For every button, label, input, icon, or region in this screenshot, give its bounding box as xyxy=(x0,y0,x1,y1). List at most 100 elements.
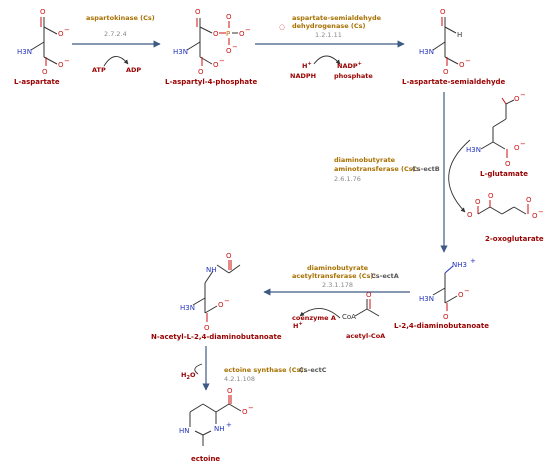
ec-number-1[interactable]: 2.7.2.4 xyxy=(104,30,127,38)
atom-o: O xyxy=(526,196,532,204)
atom-o: O xyxy=(475,198,481,206)
cofactor-nadph[interactable]: NADPH xyxy=(290,72,316,80)
cofactor-curve-2 xyxy=(313,55,341,65)
ec-number-2[interactable]: 1.2.1.11 xyxy=(315,31,342,39)
atom-o-minus: O xyxy=(459,61,465,69)
ec-number-5[interactable]: 4.2.1.108 xyxy=(224,375,255,383)
structure-diaminobutanoate: NH3 + H3N O O − xyxy=(419,257,476,321)
info-icon[interactable]: ◌ xyxy=(279,23,285,31)
charge-minus: − xyxy=(64,57,70,65)
atom-o: O xyxy=(195,8,201,16)
atom-o: O xyxy=(443,68,449,76)
atom-o-minus: O xyxy=(514,144,520,152)
atom-nh3: NH3 xyxy=(452,261,467,269)
charge-minus: − xyxy=(464,287,470,295)
atom-o: O xyxy=(226,13,232,21)
atom-h3n: H3N xyxy=(180,304,195,312)
enzyme-ecta-line1[interactable]: diaminobutyrate xyxy=(307,264,369,272)
ec-number-4[interactable]: 2.3.1.178 xyxy=(322,281,353,289)
ec-number-3[interactable]: 2.6.1.76 xyxy=(334,175,361,183)
atom-h3n: H3N xyxy=(466,146,481,154)
atom-o: O xyxy=(198,68,204,76)
cofactor-h-plus[interactable]: H+ xyxy=(302,61,312,70)
charge-minus: − xyxy=(465,57,471,65)
compound-aspartyl-phosphate[interactable]: L-aspartyl-4-phosphate xyxy=(165,78,257,86)
enzyme-ectc[interactable]: ectoine synthase (Cs): xyxy=(224,366,306,374)
charge-minus: − xyxy=(232,43,238,51)
gene-ectc[interactable]: Cs-ectC xyxy=(299,366,327,374)
atom-o-minus: O xyxy=(458,291,464,299)
enzyme-asd-line1[interactable]: aspartate-semialdehyde xyxy=(292,14,382,22)
atom-o: O xyxy=(366,291,372,299)
charge-minus: − xyxy=(520,140,526,148)
atom-o-minus: O xyxy=(467,211,473,219)
atom-h3n: H3N xyxy=(17,48,32,56)
structure-l-aspartate: O O − H3N O O − xyxy=(17,8,70,76)
atom-o: O xyxy=(227,387,233,395)
charge-minus: − xyxy=(224,297,230,305)
atom-o: O xyxy=(443,313,449,321)
atom-o-minus: O xyxy=(58,61,64,69)
atom-o-minus: O xyxy=(242,408,248,416)
cofactor-water[interactable]: H2O xyxy=(181,371,196,381)
structure-aspartyl-phosphate: O O P O O − O − H3N O O − xyxy=(173,8,251,76)
atom-o: O xyxy=(488,192,494,200)
atom-h3n: H3N xyxy=(419,48,434,56)
atom-o-minus: O xyxy=(514,95,520,103)
enzyme-ectb-line2[interactable]: aminotransferase (Cs): xyxy=(334,165,418,173)
compound-ectoine[interactable]: ectoine xyxy=(191,455,220,463)
atom-o: O xyxy=(204,324,210,332)
compound-l-glutamate[interactable]: L-glutamate xyxy=(480,170,528,178)
cofactor-curve-5 xyxy=(194,363,203,375)
atom-o: O xyxy=(440,8,446,16)
atom-o-minus: O xyxy=(226,47,232,55)
atom-h3n: H3N xyxy=(419,295,434,303)
atom-o-minus: O xyxy=(239,30,245,38)
compound-aspartate-semialdehyde[interactable]: L-aspartate-semialdehyde xyxy=(402,78,506,86)
compound-l-aspartate[interactable]: L-aspartate xyxy=(14,78,60,86)
atom-nh: NH xyxy=(214,425,225,433)
atom-o: O xyxy=(40,8,46,16)
cofactor-nadp[interactable]: NADP+ xyxy=(337,61,362,70)
gene-ecta[interactable]: Cs-ectA xyxy=(371,272,399,280)
cofactor-acetyl-coa[interactable]: acetyl-CoA xyxy=(346,332,385,340)
atom-p: P xyxy=(226,30,230,38)
structure-l-glutamate: O − H3N O O − xyxy=(466,91,526,168)
cofactor-curve-4 xyxy=(299,308,341,319)
charge-minus: − xyxy=(64,26,70,34)
atom-h3n: H3N xyxy=(173,48,188,56)
atom-h: H xyxy=(457,31,462,39)
atom-coa: CoA xyxy=(342,313,356,321)
cofactor-phosphate[interactable]: phosphate xyxy=(334,72,373,80)
gene-ectb[interactable]: Cs-ectB xyxy=(412,165,440,173)
cofactor-curve-1 xyxy=(103,56,129,67)
atom-o: O xyxy=(226,252,232,260)
charge-minus: − xyxy=(538,208,544,216)
enzyme-asd-line2[interactable]: dehydrogenase (Cs) xyxy=(292,22,365,30)
charge-minus: − xyxy=(245,26,251,34)
compound-oxoglutarate[interactable]: 2-oxoglutarate xyxy=(485,235,544,243)
charge-plus: + xyxy=(226,421,232,429)
atom-o: O xyxy=(42,68,48,76)
enzyme-ecta-line2[interactable]: acetyltransferase (Cs): xyxy=(292,272,376,280)
atom-o-minus: O xyxy=(532,212,538,220)
enzyme-aspartokinase[interactable]: aspartokinase (Cs) xyxy=(86,14,155,22)
atom-hn: HN xyxy=(179,427,190,435)
atom-o-minus: O xyxy=(218,301,224,309)
atom-o-minus: O xyxy=(213,61,219,69)
cofactor-atp[interactable]: ATP xyxy=(92,66,106,74)
atom-nh: NH xyxy=(206,266,217,274)
structure-oxoglutarate: O O O O O − xyxy=(467,192,544,220)
enzyme-ectb-line1[interactable]: diaminobutyrate xyxy=(334,156,396,164)
compound-diaminobutanoate[interactable]: L-2,4-diaminobutanoate xyxy=(394,322,489,330)
cofactor-coenzyme-a[interactable]: coenzyme A xyxy=(292,314,336,322)
cofactor-adp[interactable]: ADP xyxy=(126,66,141,74)
atom-o-minus: O xyxy=(58,30,64,38)
charge-minus: − xyxy=(248,404,254,412)
cofactor-h-plus-2[interactable]: H+ xyxy=(293,321,303,330)
charge-minus: − xyxy=(520,91,526,99)
structure-ectoine: O O − HN NH + xyxy=(179,387,254,446)
structure-aspartate-semialdehyde: O H H3N O O − xyxy=(419,8,471,76)
compound-acetyl-diaminobutanoate[interactable]: N-acetyl-L-2,4-diaminobutanoate xyxy=(151,333,282,341)
